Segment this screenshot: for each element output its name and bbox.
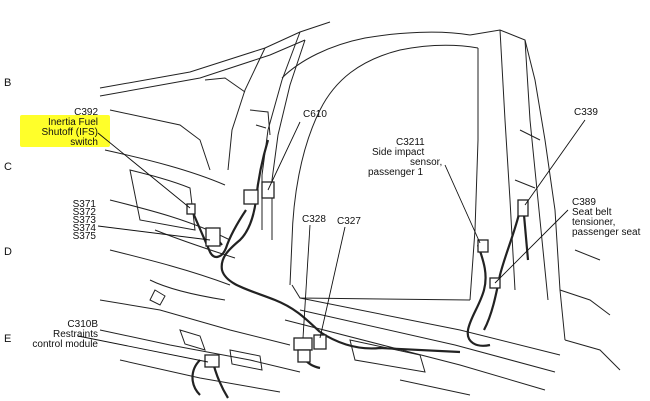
- callout-c327-code: C327: [337, 216, 361, 227]
- callout-c392-desc-1: Inertia Fuel: [47, 117, 98, 128]
- callout-c3211-desc-1: Side impact: [372, 147, 425, 158]
- ifs-highlight: [20, 115, 110, 147]
- callout-c389-code: C389: [572, 197, 596, 208]
- grid-letter-c: C: [4, 161, 12, 173]
- callout-c389-desc-1: Seat belt: [572, 207, 612, 218]
- callout-c310b-desc-2: control module: [32, 339, 98, 350]
- callout-s373: S373: [72, 215, 96, 226]
- callout-c3211-desc-2: sensor,: [410, 157, 443, 168]
- grid-letter-d: D: [4, 246, 12, 258]
- callout-c610-code: C610: [303, 109, 327, 120]
- callout-c389-desc-3: passenger seat: [572, 227, 641, 238]
- callout-c310b-desc-1: Restraints: [52, 329, 98, 340]
- callout-c392-desc-3: switch: [70, 137, 98, 148]
- grid-letter-b: B: [4, 77, 12, 89]
- callout-c328-code: C328: [302, 214, 326, 225]
- callout-s374: S374: [72, 223, 96, 234]
- callout-c392-desc-2: Shutoff (IFS): [41, 127, 98, 138]
- callout-c392-code: C392: [74, 107, 98, 118]
- callout-c3211-code: C3211: [396, 137, 425, 148]
- callout-s372: S372: [72, 207, 96, 218]
- callout-c389-desc-2: tensioner,: [572, 217, 616, 228]
- callout-s375: S375: [72, 231, 96, 242]
- grid-letter-e: E: [4, 333, 12, 345]
- callout-c339-code: C339: [574, 107, 598, 118]
- callout-s371: S371: [72, 199, 96, 210]
- callout-c3211-desc-3: passenger 1: [368, 167, 424, 178]
- callout-c310b-code: C310B: [67, 319, 98, 330]
